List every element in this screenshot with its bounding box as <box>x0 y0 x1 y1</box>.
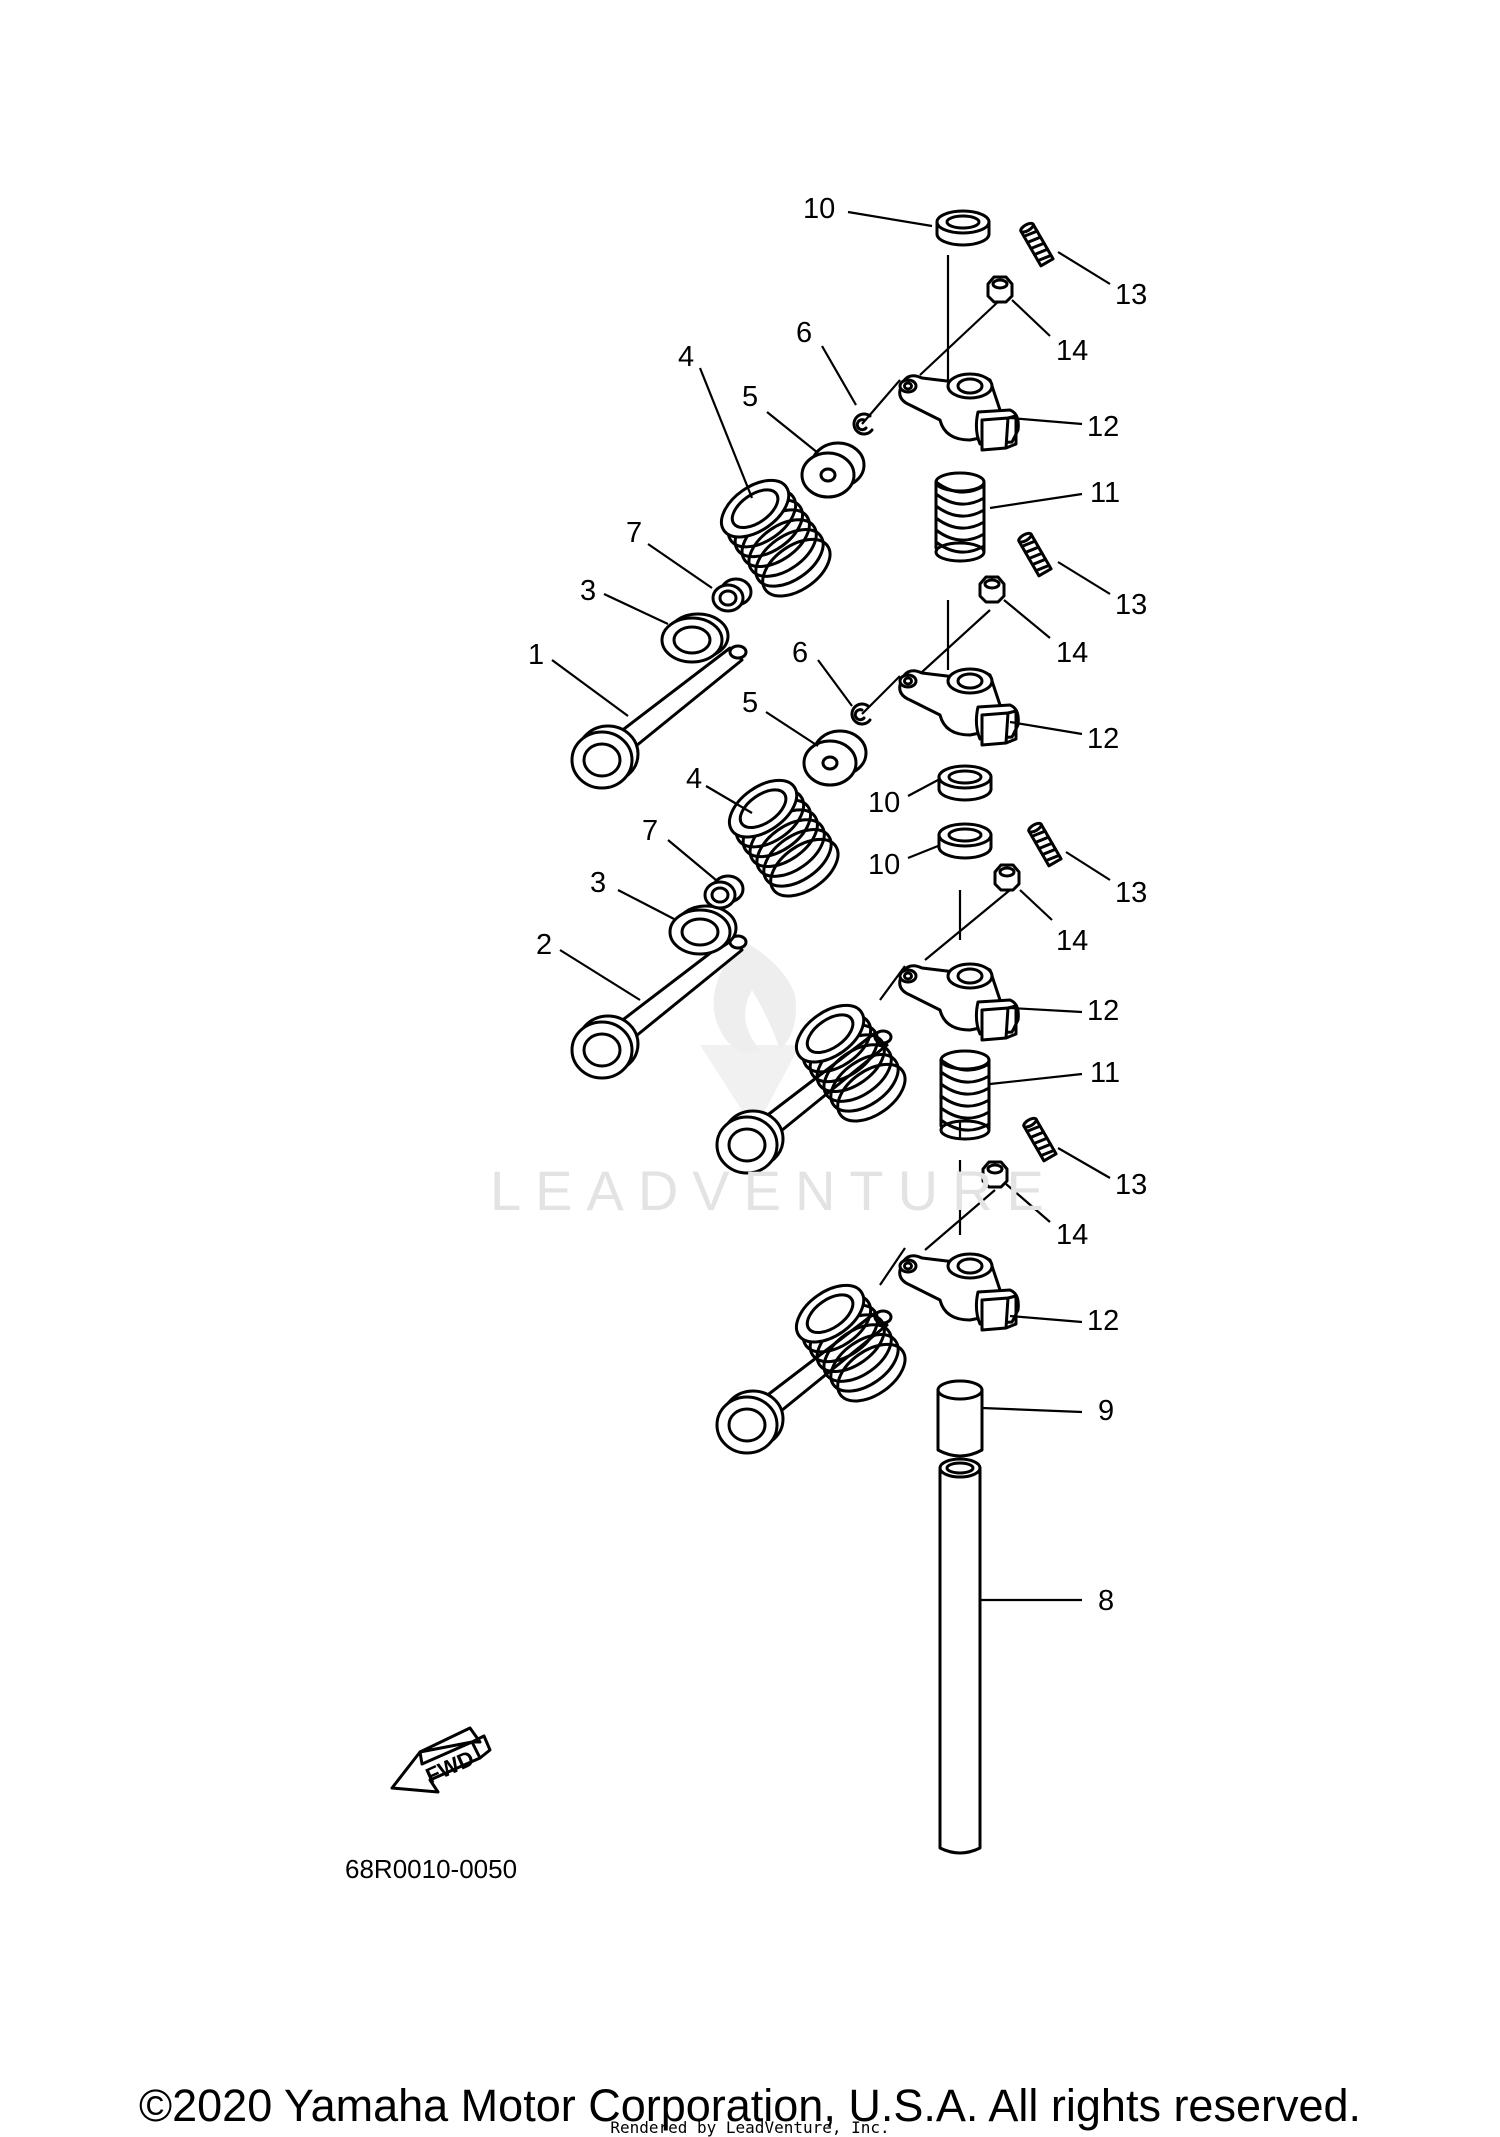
callout-11: 11 <box>1090 477 1120 509</box>
callout-7: 7 <box>642 815 658 847</box>
rocker-arm-1 <box>898 372 1020 452</box>
callout-13: 13 <box>1115 877 1147 909</box>
rocker-spring-2 <box>939 1049 991 1141</box>
spring-retainer-upper <box>800 441 866 499</box>
callout-8: 8 <box>1098 1585 1114 1617</box>
callout-1: 1 <box>528 639 544 671</box>
callout-2: 2 <box>536 929 552 961</box>
stem-seal-lower <box>703 874 745 910</box>
adjusting-screw-3 <box>1025 820 1063 868</box>
lock-nut-3 <box>993 863 1021 892</box>
callout-10: 10 <box>803 193 835 225</box>
callout-12: 12 <box>1087 411 1119 443</box>
spring-seat-upper <box>660 612 730 664</box>
valve-intake-upper <box>570 644 748 790</box>
leader-lines <box>551 210 1111 1602</box>
shim-top <box>935 209 991 247</box>
lock-nut-1 <box>986 275 1014 304</box>
callout-14: 14 <box>1056 1219 1088 1251</box>
push-rod <box>938 1457 982 1855</box>
callout-6: 6 <box>796 317 812 349</box>
shim-mid-b <box>937 822 993 860</box>
shim-mid-a <box>937 764 993 802</box>
spring-retainer-lower <box>802 729 868 787</box>
push-rod-guide <box>936 1379 984 1458</box>
rocker-spring-1 <box>934 471 986 563</box>
rendered-by-credit: Rendered by LeadVenture, Inc. <box>610 2118 890 2137</box>
fwd-arrow-icon: FWD <box>390 1726 492 1794</box>
callout-3: 3 <box>590 867 606 899</box>
callout-12: 12 <box>1087 1305 1119 1337</box>
callout-13: 13 <box>1115 1169 1147 1201</box>
adjusting-screw-1 <box>1017 220 1055 268</box>
rocker-arm-2 <box>898 667 1020 747</box>
callout-4: 4 <box>686 763 702 795</box>
callout-12: 12 <box>1087 723 1119 755</box>
callout-14: 14 <box>1056 335 1088 367</box>
valve-cotter-lower <box>850 702 872 726</box>
callout-7: 7 <box>626 517 642 549</box>
callout-10: 10 <box>868 787 900 819</box>
callout-9: 9 <box>1098 1395 1114 1427</box>
callout-4: 4 <box>678 341 694 373</box>
rocker-arm-4 <box>898 1252 1020 1332</box>
callout-13: 13 <box>1115 279 1147 311</box>
callout-5: 5 <box>742 687 758 719</box>
copyright-notice: ©2020 Yamaha Motor Corporation, U.S.A. A… <box>138 2080 1362 2131</box>
callout-labels: 10 13 14 6 5 12 4 11 7 3 1 13 14 6 5 12 … <box>528 193 1147 1617</box>
callout-14: 14 <box>1056 637 1088 669</box>
valve-set-4 <box>715 1272 917 1455</box>
watermark-text: LEADVENTURE <box>490 1159 1058 1222</box>
callout-3: 3 <box>580 575 596 607</box>
diagram-code: 68R0010-0050 <box>345 1854 517 1884</box>
callout-12: 12 <box>1087 995 1119 1027</box>
lock-nut-2 <box>978 575 1006 604</box>
adjusting-screw-4 <box>1020 1115 1058 1163</box>
stem-seal-upper <box>711 577 753 613</box>
callout-14: 14 <box>1056 925 1088 957</box>
rocker-arm-3 <box>898 962 1020 1042</box>
callout-5: 5 <box>742 381 758 413</box>
callout-13: 13 <box>1115 589 1147 621</box>
callout-6: 6 <box>792 637 808 669</box>
callout-10: 10 <box>868 849 900 881</box>
leadventure-watermark <box>700 940 800 1120</box>
adjusting-screw-2 <box>1015 530 1053 578</box>
callout-11: 11 <box>1090 1057 1120 1089</box>
